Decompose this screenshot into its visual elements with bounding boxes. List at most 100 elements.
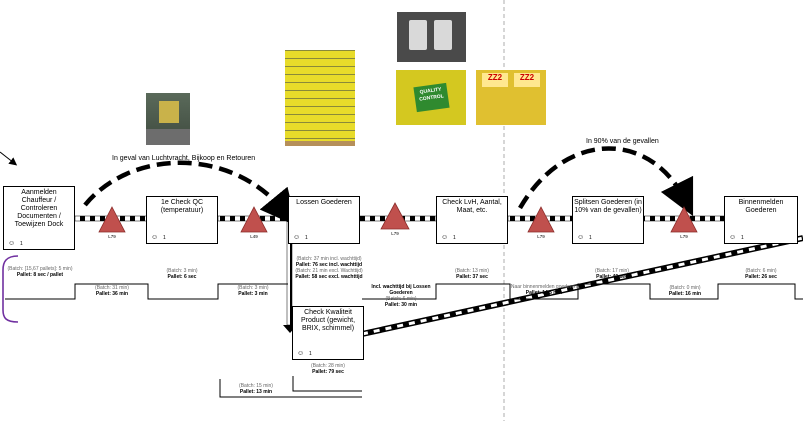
operator-count: 1 xyxy=(20,241,23,247)
process-line: Splitsen Goederen (in xyxy=(574,199,642,206)
operator-count: 1 xyxy=(309,351,312,357)
timeline-pallet: Pallet: 36 min xyxy=(95,291,129,297)
inventory-label: L79 xyxy=(537,234,545,239)
inventory-label: L79 xyxy=(108,234,116,239)
timeline-pallet: Pallet: 6 sec xyxy=(167,274,197,280)
zz2-sticker-2: ZZ2 xyxy=(514,73,540,87)
operator-icon: ☺ xyxy=(577,234,585,241)
timeline-pallet: Pallet: 16 min xyxy=(668,291,702,297)
timeline-label-binnenmelden: (Batch: 6 min) Pallet: 26 sec xyxy=(724,268,798,280)
photo-quality-control: QUALITY CONTROL xyxy=(396,70,466,125)
timeline-batch: (Batch: 0 min) xyxy=(669,285,701,291)
timeline-label-wait-5: (Batch: 0 min) Pallet: 16 min xyxy=(650,285,720,297)
timeline-label-aanmelden: (Batch: [15,67 pallets]: 5 min) Pallet: … xyxy=(4,266,76,278)
process-line: Chauffeur / xyxy=(21,197,57,204)
timeline-batch: (Batch: 13 min) xyxy=(455,268,489,274)
process-line: Aanmelden xyxy=(21,189,57,196)
process-line: Controleren xyxy=(20,205,58,212)
timeline-pallet: Pallet: 58 sec excl. wachttijd xyxy=(295,274,363,280)
timeline-pallet: Pallet: 79 sec xyxy=(312,369,344,375)
process-aanmelden: Aanmelden Chauffeur / Controleren Docume… xyxy=(3,186,75,250)
operator-count: 1 xyxy=(305,235,308,241)
quality-control-label: QUALITY CONTROL xyxy=(413,82,450,113)
inventory-triangles xyxy=(98,202,698,233)
timeline-batch: (Batch: 37 min incl. wachttijd) xyxy=(296,256,362,262)
timeline-label-bottom: (Batch: 15 min) Pallet: 13 min xyxy=(220,383,292,395)
timeline-label-wait-4: Naar binnenmelden goederen Pallet: 14,5 … xyxy=(509,284,579,296)
timeline-pallet: Pallet: 76 sec incl. wachttijd xyxy=(295,262,363,268)
timeline-batch: (Batch: 3 min) xyxy=(237,285,269,291)
operator-icon: ☺ xyxy=(151,234,159,241)
timeline-label-wait-2: (Batch: 3 min) Pallet: 3 min xyxy=(218,285,288,297)
timeline-label-wait-1: (Batch: 31 min) Pallet: 36 min xyxy=(76,285,148,297)
timeline-pallet: Pallet: 14,5 min xyxy=(525,290,563,296)
timeline-pallet: Pallet: 40 sec xyxy=(596,274,628,280)
operator-icon: ☺ xyxy=(8,240,16,247)
process-lossen-goederen: Lossen Goederen ☺ 1 xyxy=(288,196,360,244)
process-splitsen-goederen: Splitsen Goederen (in 10% van de gevalle… xyxy=(572,196,644,244)
inventory-triangle-2 xyxy=(240,206,268,233)
timeline-pallet: Pallet: 3 min xyxy=(238,291,268,297)
process-line: Maat, etc. xyxy=(456,207,488,214)
inventory-label: L79 xyxy=(680,234,688,239)
timeline-batch: (Batch: 6 min) xyxy=(745,268,777,274)
timeline-batch: (Batch: 28 min) xyxy=(311,363,345,369)
timeline-pallet: Pallet: 8 sec / pallet xyxy=(16,272,64,278)
operator-count: 1 xyxy=(453,235,456,241)
process-line: Check LvH, Aantal, xyxy=(442,199,502,206)
process-check-lvh: Check LvH, Aantal, Maat, etc. ☺ 1 xyxy=(436,196,508,244)
process-binnenmelden: Binnenmelden Goederen ☺ 1 xyxy=(724,196,798,244)
timeline-batch: (Batch: 17 min) xyxy=(595,268,629,274)
process-line: Lossen Goederen xyxy=(296,199,352,206)
process-check-kwaliteit: Check Kwaliteit Product (gewicht, BRIX, … xyxy=(292,306,364,360)
process-1e-check-qc: 1e Check QC (temperatuur) ☺ 1 xyxy=(146,196,218,244)
inventory-triangle-5 xyxy=(670,206,698,233)
operator-count: 1 xyxy=(741,235,744,241)
timeline-label-kwaliteit: (Batch: 28 min) Pallet: 79 sec xyxy=(292,363,364,375)
timeline-label-wait-3: Incl. wachttijd bij Lossen Goederen (Bat… xyxy=(370,284,432,308)
process-line: Check Kwaliteit xyxy=(304,309,352,316)
timeline-pallet: Pallet: 13 min xyxy=(239,389,273,395)
inventory-triangle-1 xyxy=(98,206,126,233)
timeline-batch: (Batch: 15 min) xyxy=(239,383,273,389)
timeline-batch: (Batch: 6 min) xyxy=(385,296,417,302)
timeline-bottom xyxy=(219,379,362,398)
diagonal-conveyor xyxy=(361,236,803,336)
timeline-pallet: Pallet: 30 min xyxy=(384,302,418,308)
operator-icon: ☺ xyxy=(729,234,737,241)
operator-icon: ☺ xyxy=(293,234,301,241)
inventory-label: L49 xyxy=(250,234,258,239)
inventory-label: L79 xyxy=(391,231,399,236)
timeline-kwaliteit xyxy=(292,376,362,392)
timeline-label-qc: (Batch: 3 min) Pallet: 6 sec xyxy=(146,268,218,280)
process-line: (temperatuur) xyxy=(160,207,204,214)
photo-dock xyxy=(146,93,190,145)
timeline-batch: Naar binnenmelden goederen xyxy=(510,284,578,290)
photo-devices xyxy=(397,12,466,62)
incoming-arrow xyxy=(0,151,18,166)
annotation-right-arc: In 90% van de gevallen xyxy=(586,138,659,145)
photo-pallets xyxy=(285,50,355,146)
photo-zz2: ZZ2 ZZ2 xyxy=(476,70,546,125)
timeline-pallet: Pallet: 26 sec xyxy=(745,274,777,280)
inventory-triangle-4 xyxy=(527,206,555,233)
timeline-note: Incl. wachttijd bij Lossen Goederen xyxy=(371,284,431,296)
timeline-batch: (Batch: [15,67 pallets]: 5 min) xyxy=(7,266,73,272)
timeline-batch: (Batch: 31 min) xyxy=(95,285,129,291)
process-line: BRIX, schimmel) xyxy=(301,325,355,332)
timeline-main xyxy=(5,283,288,300)
timeline-label-check-lvh: (Batch: 13 min) Pallet: 37 sec xyxy=(436,268,508,280)
timeline-right xyxy=(362,283,803,300)
operator-count: 1 xyxy=(163,235,166,241)
operator-icon: ☺ xyxy=(297,350,305,357)
timeline-batch: (Batch: 21 min excl. Wachttijd) xyxy=(295,268,363,274)
timeline-label-lossen: (Batch: 37 min incl. wachttijd) Pallet: … xyxy=(294,256,364,280)
inventory-triangle-3 xyxy=(380,202,410,230)
operator-count: 1 xyxy=(589,235,592,241)
process-line: Product (gewicht, xyxy=(300,317,356,324)
timeline-pallet: Pallet: 37 sec xyxy=(456,274,488,280)
arc-90-procent xyxy=(518,146,694,217)
zz2-sticker-1: ZZ2 xyxy=(482,73,508,87)
process-line: Goederen xyxy=(745,207,777,214)
